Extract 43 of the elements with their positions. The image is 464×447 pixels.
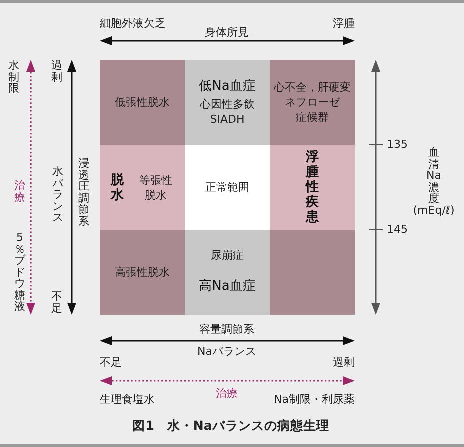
cell-text: 高張性脱水 (115, 265, 170, 280)
axis-title: 水バランス (52, 166, 64, 224)
treatment-label: 生理食塩水 (100, 394, 155, 406)
cell-text: 低張性脱水 (115, 95, 170, 110)
treatment-title: 治療 (216, 388, 238, 400)
axis-end-label: 不足 (100, 357, 122, 369)
grid-cell (185, 230, 270, 315)
tick-label: 145 (387, 224, 408, 236)
treatment-title: 治療 (14, 180, 26, 203)
cell-text: 正常範囲 (206, 180, 250, 195)
axis-title: 血清Na濃度(mEq/ℓ) (413, 147, 455, 216)
grid-cell (100, 60, 185, 145)
grid-cell (270, 60, 355, 145)
axis-title: 浸透圧調節系 (78, 158, 90, 227)
axis-title: Naバランス (198, 346, 256, 358)
grid-cell (185, 145, 270, 230)
treatment-label: Na制限・利尿薬 (274, 394, 355, 406)
cell-heading: 高Na血症 (199, 279, 256, 295)
axis-end-label: 不足 (52, 291, 62, 314)
tick-label: 135 (387, 139, 408, 151)
axis-end-label: 浮腫 (333, 18, 355, 30)
grid-cell (270, 230, 355, 315)
grid-cell (100, 230, 185, 315)
grid-cell (270, 145, 355, 230)
cell-text: 等張性脱水 (138, 172, 174, 202)
figure-caption: 図1 水・Naバランスの病態生理 (132, 419, 330, 433)
cell-heading: 脱水 (110, 172, 124, 202)
cell-text: 心不全，肝硬変 (274, 80, 351, 95)
cell-text: SIADH (210, 112, 245, 126)
cell-text: 心因性多飲 (200, 96, 255, 112)
treatment-label: 水制限 (8, 60, 20, 94)
axis-title: 容量調節系 (200, 324, 254, 336)
treatment-label: 5％ブドウ糖液 (14, 232, 26, 312)
axis-end-label: 過剰 (52, 60, 62, 83)
grid-cell (100, 145, 185, 230)
axis-end-label: 細胞外液欠乏 (100, 18, 166, 30)
axis-title: 身体所見 (205, 27, 249, 39)
axis-end-label: 過剰 (333, 357, 355, 369)
cell-text: ネフローゼ症候群 (284, 95, 342, 125)
grid-cell (185, 60, 270, 145)
cell-text: 尿崩症 (211, 248, 244, 263)
cell-heading: 浮腫性疾患 (306, 150, 319, 225)
cell-heading: 低Na血症 (199, 78, 256, 94)
